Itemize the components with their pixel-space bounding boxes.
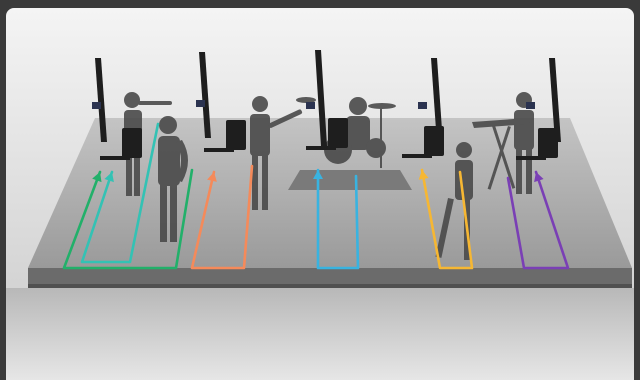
stage-front-shade xyxy=(28,284,632,288)
floor xyxy=(6,288,634,380)
drum-riser xyxy=(288,170,412,190)
